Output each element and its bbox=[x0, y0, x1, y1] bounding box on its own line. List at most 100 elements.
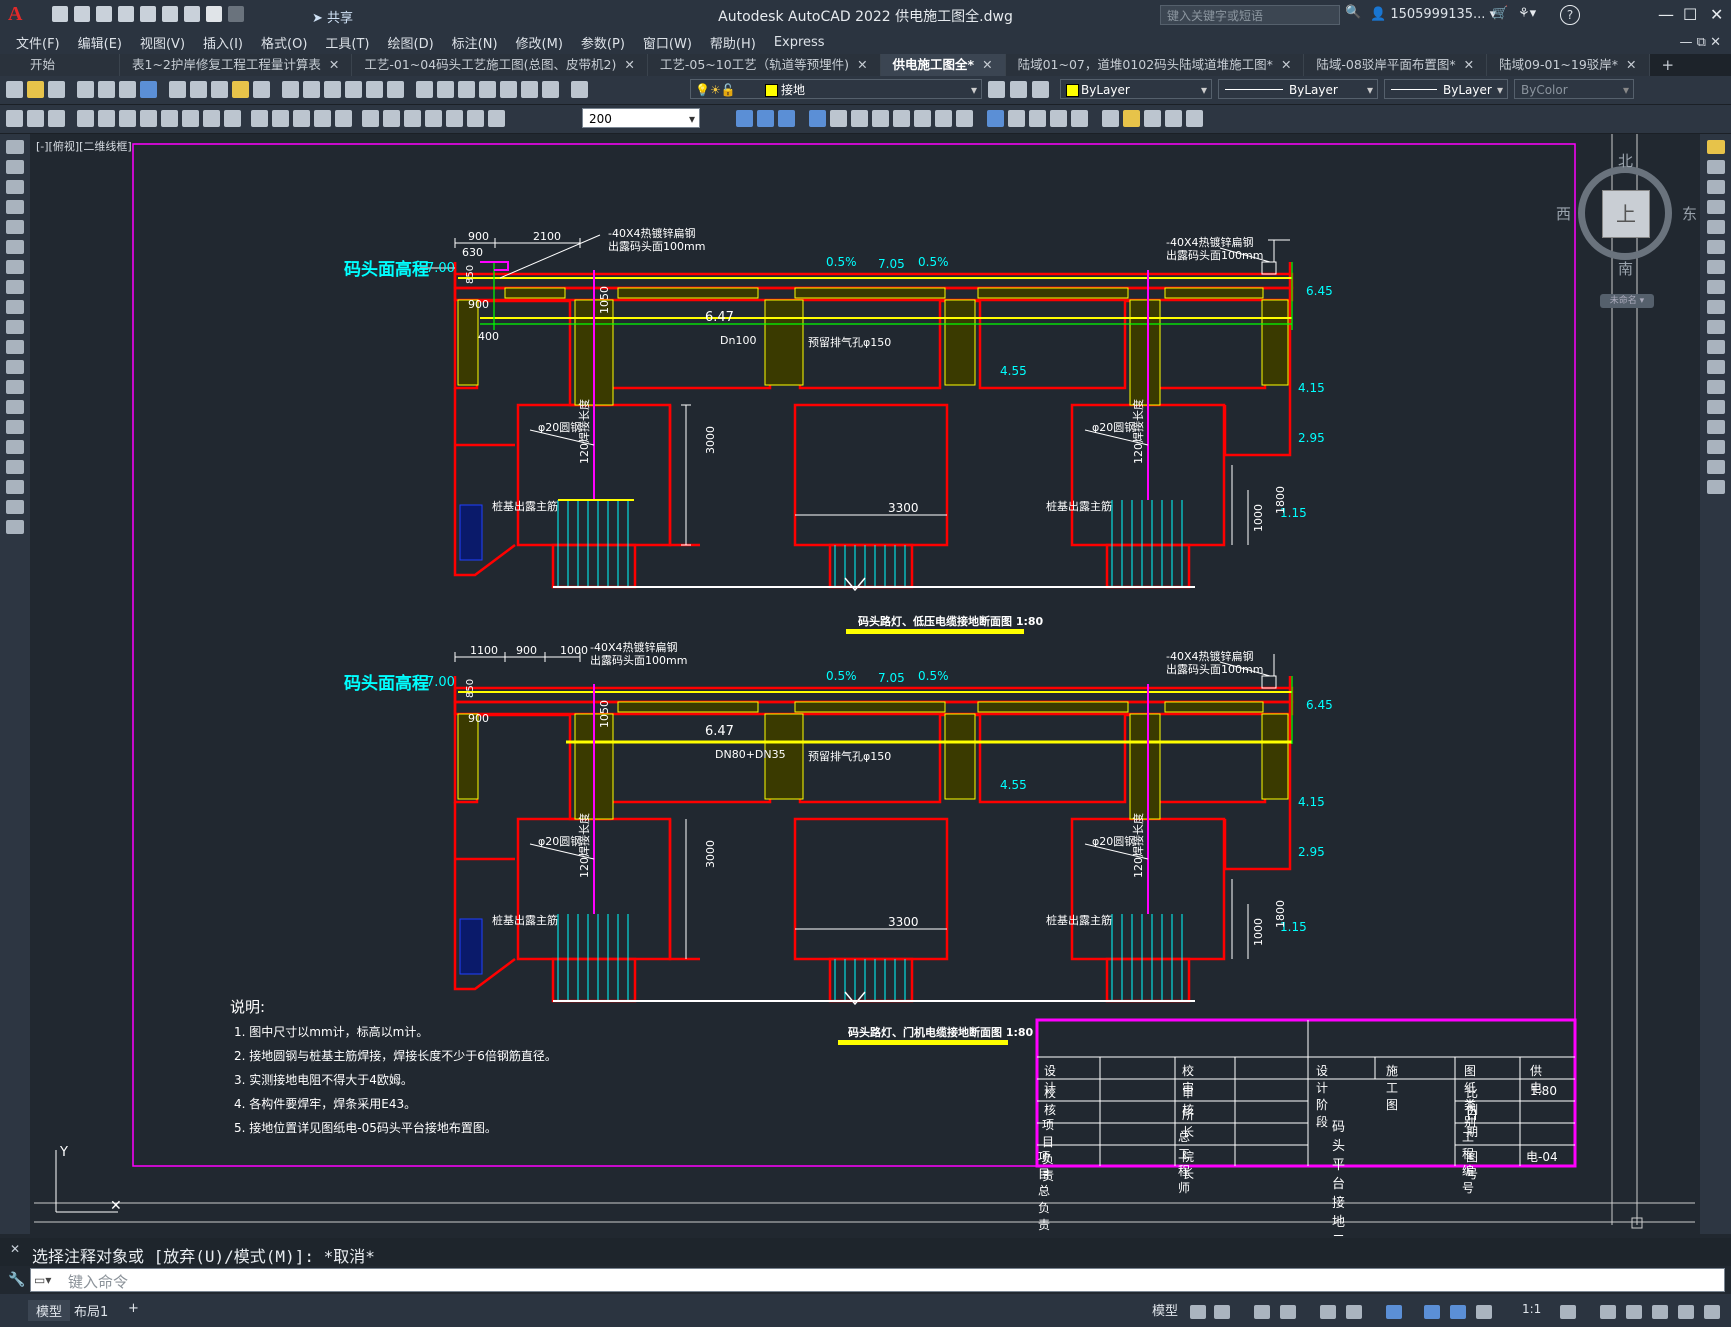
layer-previous-icon[interactable] bbox=[1010, 81, 1027, 98]
viewcube-north[interactable]: 北 bbox=[1618, 152, 1634, 170]
menu-format[interactable]: 格式(O) bbox=[261, 36, 308, 52]
linetype-dropdown[interactable]: ByLayer▾ bbox=[1218, 79, 1378, 99]
model-space-button[interactable]: 模型 bbox=[1152, 1304, 1179, 1319]
rectangle-icon[interactable] bbox=[6, 220, 24, 234]
close-icon[interactable]: ✕ bbox=[857, 57, 868, 72]
center-mark-icon[interactable] bbox=[383, 110, 400, 127]
menu-draw[interactable]: 绘图(D) bbox=[387, 36, 434, 52]
customization-icon[interactable] bbox=[1704, 1305, 1720, 1319]
zoom-realtime-icon[interactable] bbox=[345, 81, 362, 98]
table-icon[interactable] bbox=[6, 480, 24, 494]
viewcube-east[interactable]: 东 bbox=[1682, 205, 1698, 223]
adjust-icon[interactable] bbox=[1165, 110, 1182, 127]
redo-icon[interactable] bbox=[303, 81, 320, 98]
zoom-previous-icon[interactable] bbox=[387, 81, 404, 98]
stretch-icon[interactable] bbox=[1706, 300, 1725, 314]
all-annot-front-icon[interactable] bbox=[893, 110, 910, 127]
make-block-icon[interactable] bbox=[6, 380, 24, 394]
pan-icon[interactable] bbox=[324, 81, 341, 98]
extend-icon[interactable] bbox=[1706, 340, 1725, 354]
preview-icon[interactable] bbox=[98, 81, 115, 98]
viewcube-south[interactable]: 南 bbox=[1618, 260, 1634, 278]
menu-help[interactable]: 帮助(H) bbox=[709, 36, 756, 52]
bring-above-icon[interactable] bbox=[778, 110, 795, 127]
tab-doc-2[interactable]: 工艺-01~04码头工艺施工图(总图、皮带机2)✕ bbox=[352, 54, 648, 76]
polar-icon[interactable] bbox=[1280, 1305, 1296, 1319]
isodraft-icon[interactable] bbox=[1320, 1305, 1336, 1319]
units-icon[interactable] bbox=[1626, 1305, 1642, 1319]
save-icon[interactable] bbox=[96, 6, 112, 22]
break-icon[interactable] bbox=[1706, 380, 1725, 394]
undo-icon[interactable] bbox=[282, 81, 299, 98]
minimize-button[interactable]: — bbox=[1658, 5, 1674, 24]
snap-icon[interactable] bbox=[1214, 1305, 1230, 1319]
ucs-icon[interactable] bbox=[6, 110, 23, 127]
ortho-icon[interactable] bbox=[1254, 1305, 1270, 1319]
workspace-gear-icon[interactable] bbox=[1560, 1305, 1576, 1319]
cut-icon[interactable] bbox=[169, 81, 186, 98]
dim-radius-icon[interactable] bbox=[161, 110, 178, 127]
dim-text-edit-icon[interactable] bbox=[467, 110, 484, 127]
gradient-icon[interactable] bbox=[6, 440, 24, 454]
3d-print-icon[interactable] bbox=[140, 81, 157, 98]
object-snap-tracking-icon[interactable] bbox=[1346, 1305, 1362, 1319]
properties-icon[interactable] bbox=[416, 81, 433, 98]
dim-diameter-icon[interactable] bbox=[203, 110, 220, 127]
dim-linear-icon[interactable] bbox=[77, 110, 94, 127]
send-under-icon[interactable] bbox=[809, 110, 826, 127]
leaders-front-icon[interactable] bbox=[872, 110, 889, 127]
fullscreen-icon[interactable] bbox=[1678, 1305, 1694, 1319]
paste-icon[interactable] bbox=[211, 81, 228, 98]
close-icon[interactable]: ✕ bbox=[982, 57, 993, 72]
design-center-icon[interactable] bbox=[437, 81, 454, 98]
close-icon[interactable]: ✕ bbox=[1463, 57, 1475, 72]
add-selected-icon[interactable] bbox=[6, 520, 24, 534]
layer-state-icon[interactable] bbox=[1032, 81, 1049, 98]
dim-angular-icon[interactable] bbox=[224, 110, 241, 127]
revcloud-icon[interactable] bbox=[6, 280, 24, 294]
save-icon[interactable] bbox=[48, 81, 65, 98]
group-edit-icon[interactable] bbox=[987, 110, 1004, 127]
move-icon[interactable] bbox=[1706, 240, 1725, 254]
spline-icon[interactable] bbox=[6, 300, 24, 314]
fillet-icon[interactable] bbox=[1706, 440, 1725, 454]
color-dropdown[interactable]: ByLayer▾ bbox=[1060, 79, 1212, 99]
menu-dimension[interactable]: 标注(N) bbox=[451, 36, 498, 52]
arc-icon[interactable] bbox=[6, 240, 24, 254]
inspection-icon[interactable] bbox=[404, 110, 421, 127]
sheet-set-icon[interactable] bbox=[479, 81, 496, 98]
polygon-icon[interactable] bbox=[6, 200, 24, 214]
redo-icon[interactable] bbox=[228, 6, 244, 22]
trim-icon[interactable] bbox=[1706, 320, 1725, 334]
dim-ordinate-icon[interactable] bbox=[140, 110, 157, 127]
drawing-canvas[interactable]: Y ✕ 码头面高程 7.00 900 2100 630 900 400 -40X… bbox=[30, 134, 1700, 1237]
array-icon[interactable] bbox=[1706, 220, 1725, 234]
close-icon[interactable]: ✕ bbox=[328, 57, 340, 72]
block-editor-icon[interactable] bbox=[253, 81, 270, 98]
mirror-icon[interactable] bbox=[1706, 180, 1725, 194]
scale-icon[interactable] bbox=[1706, 280, 1725, 294]
menu-edit[interactable]: 编辑(E) bbox=[77, 36, 122, 52]
grid-icon[interactable] bbox=[1190, 1305, 1206, 1319]
dim-continue-icon[interactable] bbox=[293, 110, 310, 127]
tool-palettes-icon[interactable] bbox=[458, 81, 475, 98]
polyline-icon[interactable] bbox=[6, 180, 24, 194]
select-group-icon[interactable] bbox=[1008, 110, 1025, 127]
undo-icon[interactable] bbox=[206, 6, 222, 22]
send-back-icon[interactable] bbox=[757, 110, 774, 127]
tab-doc-7[interactable]: 陆域09-01~19驳岸*✕ bbox=[1487, 54, 1650, 76]
save-as-icon[interactable] bbox=[118, 6, 134, 22]
layer-dropdown[interactable]: 💡☀🔓 接地▾ bbox=[690, 79, 982, 99]
dim-update-icon[interactable] bbox=[488, 110, 505, 127]
tab-doc-1[interactable]: 表1~2护岸修复工程工程量计算表✕ bbox=[120, 54, 353, 76]
tolerance-icon[interactable] bbox=[362, 110, 379, 127]
dim-space-icon[interactable] bbox=[314, 110, 331, 127]
explode-icon[interactable] bbox=[1706, 480, 1725, 494]
frame-grip[interactable] bbox=[1631, 1217, 1643, 1229]
insert-block-icon[interactable] bbox=[1102, 110, 1119, 127]
line-icon[interactable] bbox=[6, 140, 24, 154]
quickcalc-icon[interactable] bbox=[521, 81, 538, 98]
annotation-monitor-icon[interactable] bbox=[1600, 1305, 1616, 1319]
isolate-objects-icon[interactable] bbox=[1652, 1305, 1668, 1319]
search-icon[interactable]: 🔍 bbox=[1345, 5, 1362, 20]
